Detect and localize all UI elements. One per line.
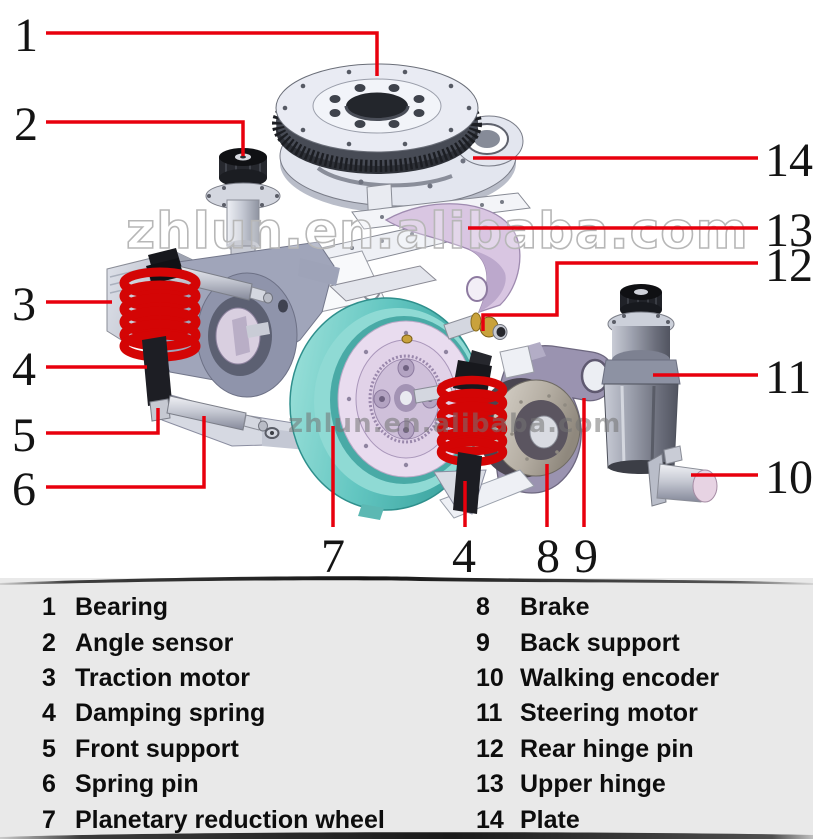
- callout-number-6: 6: [12, 463, 36, 516]
- callout-number-13: 13: [765, 204, 813, 257]
- callout-number-10: 10: [765, 451, 813, 504]
- legend-item-number: 7: [42, 805, 56, 834]
- legend-item: 8 Brake: [438, 590, 813, 625]
- legend-item-number: 8: [476, 593, 490, 622]
- callout-number-1: 1: [14, 9, 38, 62]
- legend-item: 4 Damping spring: [0, 696, 438, 731]
- callout-number-4: 4: [12, 343, 36, 396]
- legend-item: 12 Rear hinge pin: [438, 732, 813, 767]
- callout-lines: [46, 31, 758, 527]
- legend-item: 2 Angle sensor: [0, 625, 438, 660]
- callout-number-7: 7: [321, 530, 345, 578]
- legend-column-right: 8 Brake 9 Back support 10 Walking encode…: [438, 590, 813, 838]
- part-walking-encoder: [647, 445, 718, 507]
- callout-line-12: [481, 261, 758, 331]
- legend-item-label: Front support: [75, 734, 239, 763]
- legend-item-label: Damping spring: [75, 699, 266, 728]
- legend-item-number: 10: [476, 663, 504, 692]
- legend-grid: 1 Bearing 2 Angle sensor 3 Traction moto…: [0, 590, 813, 838]
- legend-item-label: Planetary reduction wheel: [75, 805, 385, 834]
- legend-item-number: 13: [476, 770, 504, 799]
- legend-item: 11 Steering motor: [438, 696, 813, 731]
- legend-top-curl: [0, 576, 813, 585]
- legend-item: 1 Bearing: [0, 590, 438, 625]
- legend-item-label: Walking encoder: [520, 663, 720, 692]
- legend-item-number: 12: [476, 734, 504, 763]
- legend-item: 6 Spring pin: [0, 767, 438, 802]
- callout-number-12: 12: [765, 239, 813, 292]
- legend-item-label: Bearing: [75, 593, 169, 622]
- legend-item-label: Angle sensor: [75, 628, 234, 657]
- callout-line-5: [46, 408, 160, 435]
- part-upper-hinge: [384, 203, 521, 314]
- legend-item-number: 4: [42, 699, 56, 728]
- callout-number-3: 3: [12, 278, 36, 331]
- legend-item-number: 2: [42, 628, 56, 657]
- legend-item-label: Plate: [520, 805, 580, 834]
- legend-item-label: Steering motor: [520, 699, 698, 728]
- part-bearing: [272, 63, 482, 174]
- legend-item-number: 14: [476, 805, 504, 834]
- part-rear-hinge-pin: [443, 312, 508, 340]
- legend-item-number: 9: [476, 628, 490, 657]
- legend-item-label: Brake: [520, 593, 590, 622]
- watermark-secondary: zhlun.en.alibaba.com: [288, 409, 621, 439]
- legend-item: 13 Upper hinge: [438, 767, 813, 802]
- legend-item-label: Traction motor: [75, 663, 251, 692]
- legend-bottom-curl: [0, 832, 813, 839]
- part-angle-sensor: [205, 148, 281, 271]
- legend-item-number: 3: [42, 663, 56, 692]
- legend-item: 7 Planetary reduction wheel: [0, 802, 438, 837]
- callout-numbers: 1 2 3 4 5 6 7 4 8 9 10 11 12 13 14: [12, 9, 813, 583]
- legend-item-label: Rear hinge pin: [520, 734, 694, 763]
- legend-item-number: 6: [42, 770, 56, 799]
- legend-column-left: 1 Bearing 2 Angle sensor 3 Traction moto…: [0, 590, 438, 838]
- exploded-diagram: zhlun.en.alibaba.com zhlun.en.alibaba.co…: [12, 9, 813, 583]
- legend-item: 10 Walking encoder: [438, 661, 813, 696]
- callout-line-6: [46, 416, 206, 489]
- legend-panel: 1 Bearing 2 Angle sensor 3 Traction moto…: [0, 576, 813, 839]
- legend-item-label: Spring pin: [75, 770, 199, 799]
- legend-item-label: Back support: [520, 628, 680, 657]
- part-steering-motor: [601, 284, 681, 474]
- legend-item: 5 Front support: [0, 732, 438, 767]
- callout-line-1: [46, 31, 379, 76]
- legend-item-number: 1: [42, 593, 56, 622]
- legend-item: 3 Traction motor: [0, 661, 438, 696]
- callout-number-2: 2: [14, 98, 38, 151]
- callout-number-5: 5: [12, 409, 36, 462]
- callout-number-8: 8: [536, 530, 560, 578]
- legend-item-number: 11: [476, 699, 503, 728]
- callout-number-9: 9: [574, 530, 598, 578]
- legend-item-label: Upper hinge: [520, 770, 666, 799]
- legend-item: 9 Back support: [438, 625, 813, 660]
- callout-number-11: 11: [765, 351, 811, 404]
- callout-number-14: 14: [765, 134, 813, 187]
- callout-number-4-lower: 4: [452, 530, 476, 578]
- legend-item-number: 5: [42, 734, 56, 763]
- part-spring-pin-bottom: [166, 395, 280, 439]
- part-damping-spring-left: [119, 258, 201, 422]
- watermark-primary: zhlun.en.alibaba.com: [126, 202, 749, 260]
- callout-line-2: [46, 120, 245, 156]
- legend-item: 14 Plate: [438, 802, 813, 837]
